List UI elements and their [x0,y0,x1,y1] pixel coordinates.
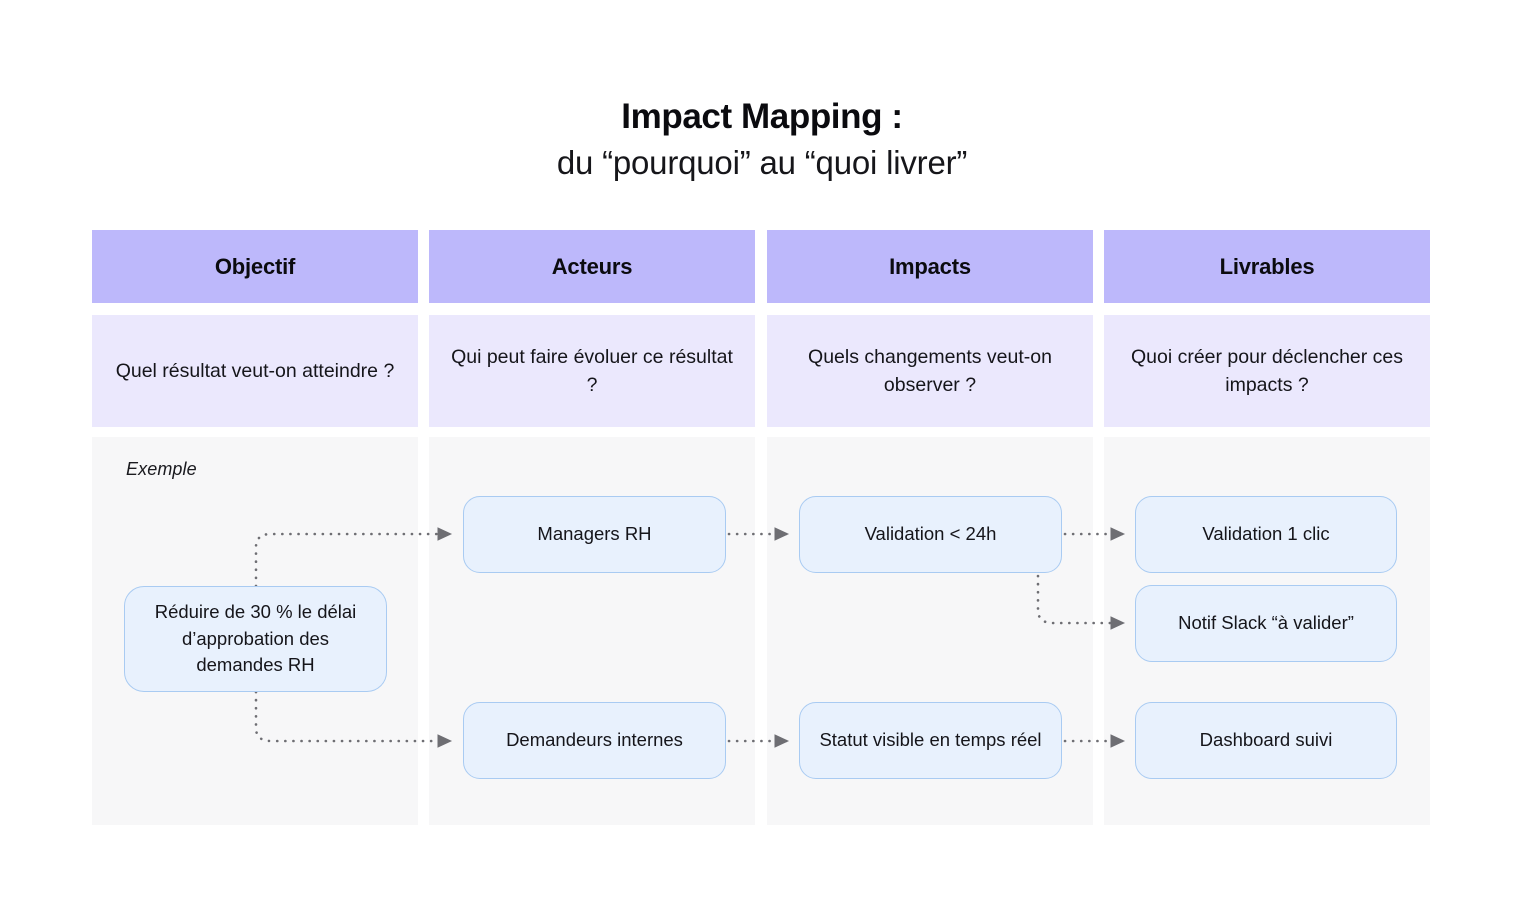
column-header-objectif: Objectif [92,230,418,303]
column-question-acteurs: Qui peut faire évoluer ce résultat ? [429,315,755,427]
column-question-label: Quel résultat veut-on atteindre ? [115,359,395,382]
node-acteur-2[interactable]: Demandeurs internes [463,702,726,779]
title-line-1: Impact Mapping : [621,97,903,136]
column-header-acteurs: Acteurs [429,230,755,303]
node-label: Notif Slack “à valider” [1178,612,1354,634]
column-question-objectif: Quel résultat veut-on atteindre ? [92,315,418,427]
node-impact-2[interactable]: Statut visible en temps réel [799,702,1062,779]
column-objectif: Objectif Quel résultat veut-on atteindre… [92,230,418,825]
column-header-label: Impacts [889,253,971,279]
node-livrable-3[interactable]: Dashboard suivi [1135,702,1397,779]
column-header-label: Acteurs [551,253,633,279]
column-question-label: Quoi créer pour déclencher ces impacts ? [1130,345,1404,396]
column-question-impacts: Quels changements veut-on observer ? [767,315,1093,427]
node-acteur-1[interactable]: Managers RH [463,496,726,573]
column-question-label: Quels changements veut-on observer ? [808,345,1052,396]
column-header-impacts: Impacts [767,230,1093,303]
node-label: Validation < 24h [864,523,997,545]
example-caption: Exemple [126,459,197,479]
column-header-label: Objectif [214,253,296,279]
node-objectif-1[interactable]: Réduire de 30 % le délai d’approbation d… [124,586,387,692]
column-header-livrables: Livrables [1104,230,1430,303]
column-question-livrables: Quoi créer pour déclencher ces impacts ? [1104,315,1430,427]
node-label: Réduire de 30 % le délai d’approbation d… [154,600,357,676]
column-header-label: Livrables [1219,253,1315,279]
node-label: Statut visible en temps réel [819,729,1042,751]
column-question-label: Qui peut faire évoluer ce résultat ? [451,345,733,396]
node-label: Demandeurs internes [506,729,683,751]
node-label: Dashboard suivi [1199,729,1333,751]
title-line-2: du “pourquoi” au “quoi livrer” [556,144,968,182]
node-livrable-1[interactable]: Validation 1 clic [1135,496,1397,573]
node-impact-1[interactable]: Validation < 24h [799,496,1062,573]
node-label: Managers RH [537,523,652,545]
node-livrable-2[interactable]: Notif Slack “à valider” [1135,585,1397,662]
page-title: Impact Mapping : du “pourquoi” au “quoi … [0,96,1524,185]
node-label: Validation 1 clic [1202,523,1330,545]
